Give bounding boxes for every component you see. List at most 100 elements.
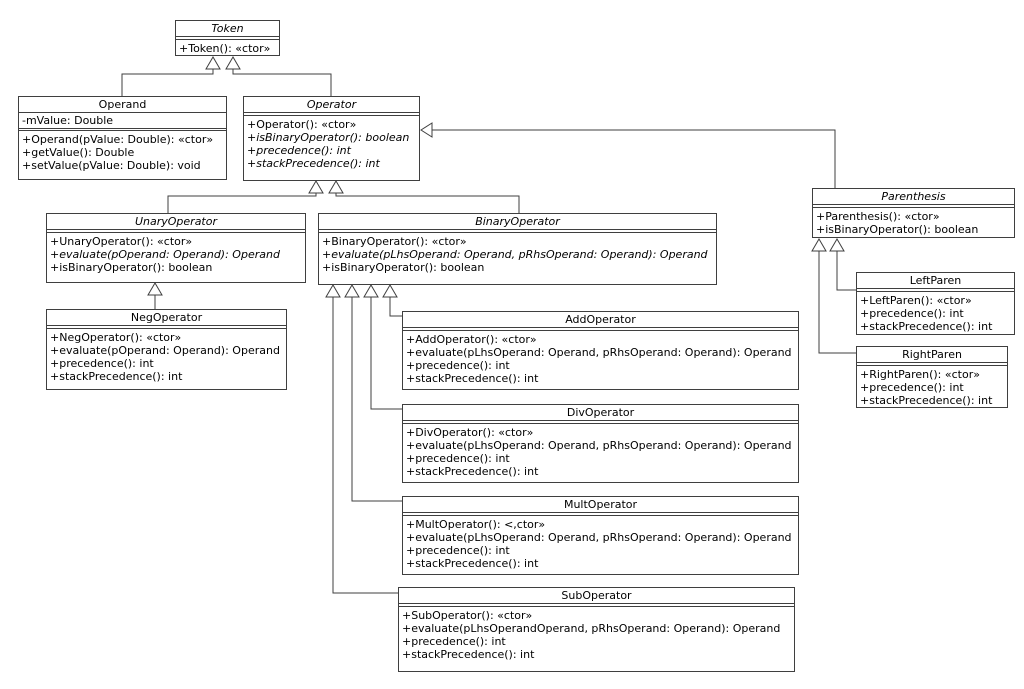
class-title: MultOperator: [403, 497, 798, 513]
attributes-compartment: [403, 513, 798, 516]
methods-compartment: +AddOperator(): «ctor» +evaluate(pLhsOpe…: [403, 331, 798, 387]
class-operator: Operator +Operator(): «ctor» +isBinaryOp…: [243, 96, 420, 181]
methods-compartment: +Parenthesis(): «ctor» +isBinaryOperator…: [813, 208, 1014, 237]
class-binaryoperator: BinaryOperator +BinaryOperator(): «ctor»…: [318, 213, 717, 285]
method: +Operator(): «ctor»: [247, 118, 357, 131]
method: +isBinaryOperator(): boolean: [247, 131, 410, 144]
method: +SubOperator(): «ctor»: [402, 609, 533, 622]
method: +Token(): «ctor»: [179, 42, 271, 55]
method: +stackPrecedence(): int: [50, 370, 183, 383]
method: +precedence(): int: [406, 544, 510, 557]
generalization-binaryoperator-to-operator: [328, 180, 520, 213]
hollow-triangle-icon: [811, 238, 827, 252]
method: +evaluate(pLhsOperand: Operand, pRhsOper…: [406, 531, 792, 544]
method: +precedence(): int: [402, 635, 506, 648]
class-negoperator: NegOperator +NegOperator(): «ctor» +eval…: [46, 309, 287, 390]
methods-compartment: +LeftParen(): «ctor» +precedence(): int …: [857, 292, 1014, 334]
method: +stackPrecedence(): int: [402, 648, 535, 661]
method: +isBinaryOperator(): boolean: [50, 261, 213, 274]
methods-compartment: +UnaryOperator(): «ctor» +evaluate(pOper…: [47, 233, 305, 276]
attributes-compartment: [857, 363, 1007, 366]
methods-compartment: +MultOperator(): <,ctor» +evaluate(pLhsO…: [403, 516, 798, 572]
methods-compartment: +RightParen(): «ctor» +precedence(): int…: [857, 366, 1007, 407]
generalization-operand-to-token: [121, 56, 221, 96]
class-title: Operand: [19, 97, 226, 113]
class-unaryoperator: UnaryOperator +UnaryOperator(): «ctor» +…: [46, 213, 306, 283]
hollow-triangle-icon: [829, 238, 845, 252]
method: +precedence(): int: [406, 452, 510, 465]
method: +UnaryOperator(): «ctor»: [50, 235, 193, 248]
method: +evaluate(pLhsOperand: Operand, pRhsOper…: [322, 248, 708, 261]
class-title: RightParen: [857, 347, 1007, 363]
method: +stackPrecedence(): int: [247, 157, 380, 170]
class-suboperator: SubOperator +SubOperator(): «ctor» +eval…: [398, 587, 795, 672]
generalization-negoperator-to-unaryoperator: [147, 282, 163, 309]
class-addoperator: AddOperator +AddOperator(): «ctor» +eval…: [402, 311, 799, 390]
class-rightparen: RightParen +RightParen(): «ctor» +preced…: [856, 346, 1008, 408]
methods-compartment: +NegOperator(): «ctor» +evaluate(pOperan…: [47, 329, 286, 385]
methods-compartment: +Operand(pValue: Double): «ctor» +getVal…: [19, 130, 226, 174]
generalization-leftparen-to-parenthesis: [829, 238, 856, 291]
method: +RightParen(): «ctor»: [860, 368, 980, 381]
method: +evaluate(pLhsOperand: Operand, pRhsOper…: [406, 346, 792, 359]
attributes-compartment: [813, 205, 1014, 208]
generalization-addoperator-to-binaryoperator: [382, 284, 402, 317]
attributes-compartment: [319, 230, 716, 233]
hollow-triangle-icon: [147, 282, 163, 296]
method: +BinaryOperator(): «ctor»: [322, 235, 467, 248]
generalization-parenthesis-to-operator: [420, 122, 836, 188]
class-title: Operator: [244, 97, 419, 113]
method: +evaluate(pOperand: Operand): Operand: [50, 344, 280, 357]
method: +precedence(): int: [860, 381, 964, 394]
generalization-rightparen-to-parenthesis: [811, 238, 856, 354]
attribute: -mValue: Double: [22, 114, 114, 127]
class-title: LeftParen: [857, 273, 1014, 289]
method: +NegOperator(): «ctor»: [50, 331, 182, 344]
method: +stackPrecedence(): int: [860, 320, 993, 333]
method: +evaluate(pOperand: Operand): Operand: [50, 248, 280, 261]
method: +stackPrecedence(): int: [406, 465, 539, 478]
class-token: Token +Token(): «ctor»: [175, 20, 280, 56]
method: +precedence(): int: [860, 307, 964, 320]
method: +precedence(): int: [406, 359, 510, 372]
generalization-multoperator-to-binaryoperator: [344, 284, 402, 502]
generalization-suboperator-to-binaryoperator: [325, 284, 398, 594]
class-operand: Operand -mValue: Double +Operand(pValue:…: [18, 96, 227, 180]
method: +setValue(pValue: Double): void: [22, 159, 201, 172]
method: +isBinaryOperator(): boolean: [322, 261, 485, 274]
method: +DivOperator(): «ctor»: [406, 426, 534, 439]
method: +precedence(): int: [247, 144, 351, 157]
class-title: Token: [176, 21, 279, 37]
method: +evaluate(pLhsOperand: Operand, pRhsOper…: [406, 439, 792, 452]
attributes-compartment: [403, 421, 798, 424]
hollow-triangle-icon: [308, 180, 324, 194]
method: +Parenthesis(): «ctor»: [816, 210, 940, 223]
generalization-unaryoperator-to-operator: [167, 180, 324, 213]
attributes-compartment: [403, 328, 798, 331]
hollow-triangle-icon: [325, 284, 341, 298]
hollow-triangle-icon: [205, 56, 221, 70]
class-title: DivOperator: [403, 405, 798, 421]
class-title: UnaryOperator: [47, 214, 305, 230]
method: +isBinaryOperator(): boolean: [816, 223, 979, 236]
class-title: SubOperator: [399, 588, 794, 604]
method: +Operand(pValue: Double): «ctor»: [22, 133, 214, 146]
generalization-divoperator-to-binaryoperator: [363, 284, 402, 410]
hollow-triangle-icon: [344, 284, 360, 298]
methods-compartment: +Token(): «ctor»: [176, 40, 279, 55]
attributes-compartment: -mValue: Double: [19, 113, 226, 129]
class-multoperator: MultOperator +MultOperator(): <,ctor» +e…: [402, 496, 799, 575]
method: +precedence(): int: [50, 357, 154, 370]
method: +MultOperator(): <,ctor»: [406, 518, 546, 531]
hollow-triangle-icon: [328, 180, 344, 194]
class-leftparen: LeftParen +LeftParen(): «ctor» +preceden…: [856, 272, 1015, 335]
attributes-compartment: [176, 37, 279, 40]
method: +evaluate(pLhsOperandOperand, pRhsOperan…: [402, 622, 781, 635]
attributes-compartment: [47, 326, 286, 329]
generalization-operator-to-token: [225, 56, 332, 96]
method: +stackPrecedence(): int: [406, 557, 539, 570]
methods-compartment: +BinaryOperator(): «ctor» +evaluate(pLhs…: [319, 233, 716, 276]
attributes-compartment: [399, 604, 794, 607]
